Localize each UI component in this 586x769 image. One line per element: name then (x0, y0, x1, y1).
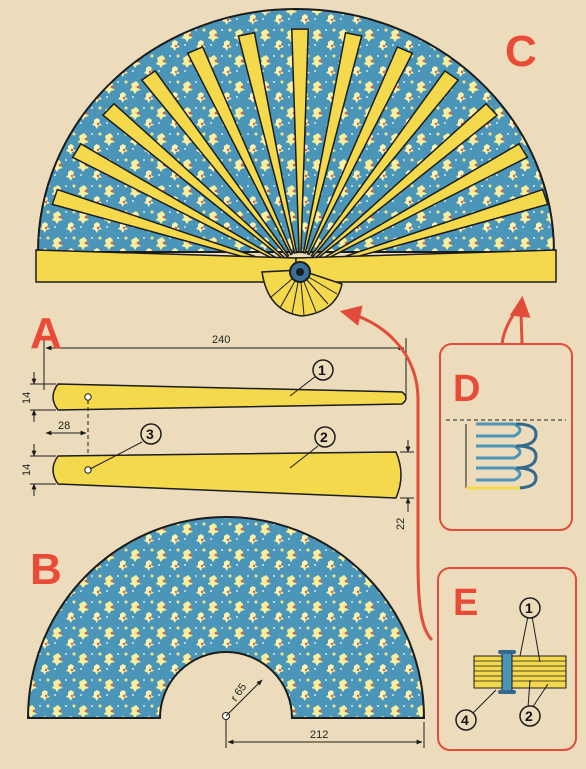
detail-e-drawing (437, 567, 577, 751)
callout-1: 1 (318, 362, 326, 378)
callout-e-2: 2 (525, 708, 533, 724)
dim-rib-width-bottom: 14 (21, 464, 33, 476)
detail-d-drawing (439, 343, 573, 531)
label-c: C (505, 27, 537, 76)
callout-3-circle (140, 423, 162, 445)
dim-rib-length: 240 (212, 334, 230, 346)
guard-stick (35, 249, 297, 283)
rivet-pin (501, 651, 513, 693)
arrow-e-to-c (339, 305, 434, 642)
callout-1-circle (312, 359, 334, 381)
assembled-fan (35, 8, 557, 317)
rib-stack (473, 655, 567, 689)
red-arrows (339, 295, 531, 642)
dim-fabric-width: 212 (310, 729, 328, 741)
fan-rib (290, 28, 310, 254)
label-e: E (453, 582, 479, 624)
callout-3: 3 (146, 426, 154, 442)
fabric-pattern (26, 516, 426, 748)
fan-rib (302, 31, 363, 254)
arrow-d-to-c (509, 295, 531, 345)
dim-inner-radius: r 65 (229, 681, 250, 703)
callout-2-circle (314, 426, 336, 448)
fabric-shape (26, 516, 426, 719)
dim-end-width: 22 (395, 518, 407, 530)
callout-2: 2 (320, 429, 328, 445)
callout-e-1: 1 (525, 600, 533, 616)
callout-e-4: 4 (461, 712, 469, 728)
label-b: B (30, 545, 62, 594)
fan-rib (140, 69, 290, 258)
label-d: D (453, 368, 481, 410)
fan-ribs (51, 28, 549, 268)
rib-drawings (30, 338, 414, 512)
fan-rib (237, 31, 298, 254)
arrow-d-link (500, 301, 524, 345)
dim-hole-offset: 28 (58, 420, 70, 432)
rib-2 (52, 451, 402, 499)
pivot-hole (84, 393, 92, 401)
fan-rib (306, 45, 414, 256)
rib-1 (52, 383, 407, 411)
dim-rib-width-top: 14 (21, 392, 33, 404)
label-a: A (30, 309, 62, 358)
fan-rib (186, 45, 294, 256)
fan-rib (310, 69, 460, 258)
